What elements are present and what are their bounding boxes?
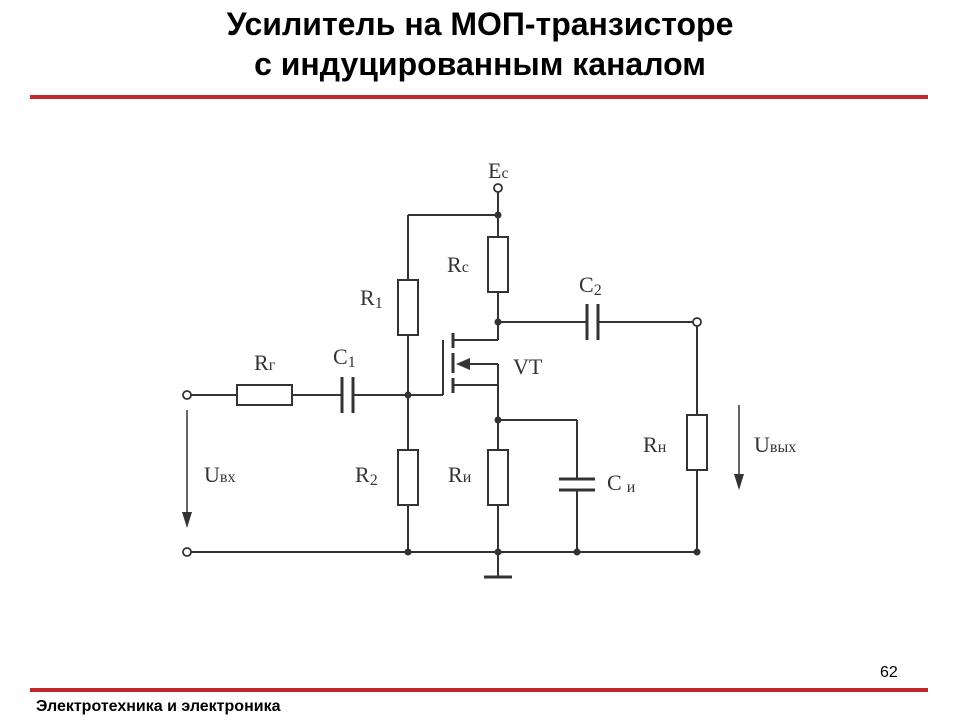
label-ec: Eс: [488, 158, 509, 183]
junction-gate: [404, 391, 412, 399]
footer-course-name: Электротехника и электроника: [36, 698, 281, 715]
junction-ground-ci: [573, 548, 581, 556]
label-uin: Uвх: [204, 462, 235, 487]
label-r1: R1: [360, 285, 383, 312]
resistor-rg: [236, 384, 293, 406]
label-r2: R2: [355, 462, 378, 489]
junction-drain: [494, 318, 502, 326]
resistor-r2: [397, 449, 419, 506]
label-vt: VT: [513, 354, 543, 379]
title-line-1: Усилитель на МОП-транзисторе: [226, 6, 734, 42]
title-line-2: с индуцированным каналом: [254, 46, 706, 82]
uin-arrow-head: [182, 512, 192, 528]
slide-title: Усилитель на МОП-транзисторе с индуциров…: [0, 4, 960, 84]
label-c1: C1: [333, 344, 356, 371]
label-rc: Rс: [447, 252, 469, 277]
uout-arrow-head: [734, 474, 744, 490]
label-rg: Rг: [254, 350, 276, 375]
label-c2: C2: [579, 272, 602, 299]
junction-ground-rn: [693, 548, 701, 556]
junction-ground-r2: [404, 548, 412, 556]
bottom-divider: [30, 688, 928, 692]
junction-ground-ri: [494, 548, 502, 556]
junction-supply: [494, 211, 502, 219]
page-number: 62: [880, 664, 898, 681]
label-uout: Uвых: [754, 432, 796, 457]
junction-source: [494, 416, 502, 424]
input-terminal-top: [182, 390, 192, 400]
top-divider: [30, 95, 928, 99]
resistor-r1: [397, 279, 419, 336]
supply-terminal: [493, 183, 503, 193]
input-terminal-bottom: [182, 547, 192, 557]
label-ri: Rи: [448, 462, 472, 487]
resistor-rc: [487, 236, 509, 293]
label-rn: Rн: [643, 432, 667, 457]
resistor-ri: [487, 449, 509, 506]
output-terminal-top: [692, 317, 702, 327]
mosfet-substrate-arrow: [456, 358, 470, 370]
resistor-rn: [686, 414, 708, 471]
